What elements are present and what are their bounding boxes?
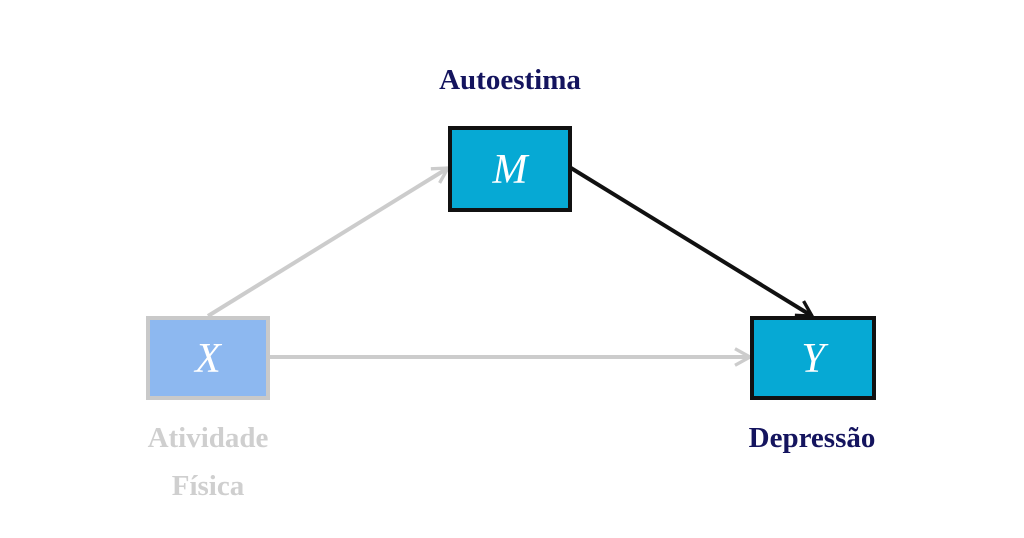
node-m-label: Autoestima xyxy=(439,64,581,96)
node-x-label-line1: Atividade xyxy=(148,422,269,454)
node-y-label: Depressão xyxy=(749,422,876,454)
node-x-label-line2: Física xyxy=(172,470,245,502)
arrow-x-to-m xyxy=(206,168,448,318)
node-y-box xyxy=(750,316,876,400)
node-x-letter: X xyxy=(193,336,223,382)
node-x-box xyxy=(146,316,270,400)
node-m-box xyxy=(448,126,572,212)
node-m-letter: M xyxy=(492,147,530,193)
node-y-letter: Y xyxy=(801,336,829,382)
arrow-m-to-y xyxy=(569,166,812,316)
